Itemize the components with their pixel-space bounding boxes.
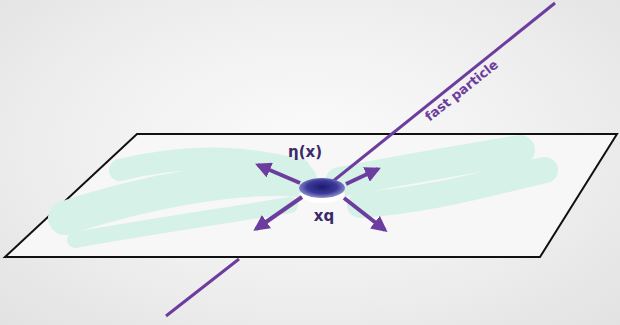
particle-track: [166, 259, 239, 316]
medium-strokes: [65, 150, 545, 240]
radiation-arrows: [256, 165, 385, 230]
particle-track: [322, 3, 555, 190]
position-label: xq: [314, 209, 334, 224]
field-label: η(x): [288, 145, 322, 160]
particle-label: fast particle: [423, 57, 501, 123]
plane: [5, 134, 617, 257]
energy-spot: [299, 178, 345, 198]
